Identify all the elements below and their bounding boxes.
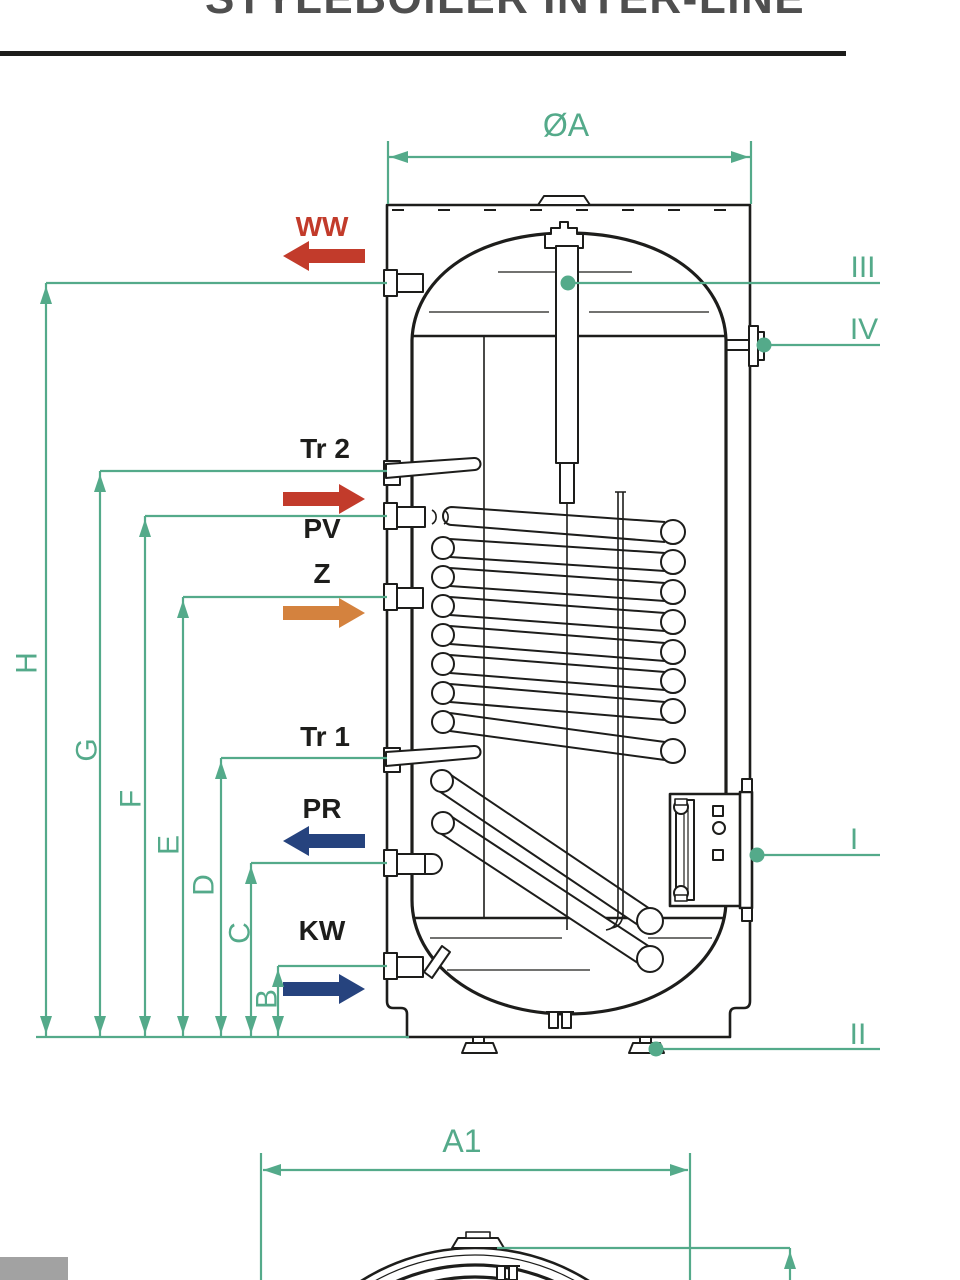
- kw-arrow-right: [283, 974, 365, 1004]
- marker-i: I: [850, 823, 858, 856]
- flange: [668, 778, 754, 922]
- page-title: STYLEBOILER INTER-LINE: [205, 0, 805, 23]
- top-view-center-fitting: [494, 1265, 520, 1280]
- heating-coil: [431, 506, 686, 764]
- pv-fitting: [383, 502, 449, 530]
- dimension-lines: [36, 141, 880, 1057]
- dim-label-c: C: [224, 922, 257, 944]
- label-tr2: Tr 2: [300, 433, 350, 464]
- dim-label-b: B: [251, 989, 284, 1009]
- top-view-cap-tab: [465, 1231, 491, 1239]
- ww-fitting: [383, 269, 424, 297]
- label-kw: KW: [299, 915, 346, 946]
- boiler-casing: [385, 203, 752, 1039]
- dim-label-g: G: [71, 738, 104, 761]
- label-ww: WW: [296, 211, 349, 242]
- front-view-drawing: [383, 195, 765, 1054]
- corner-gray-box: [0, 1257, 68, 1280]
- tr2-probe: [383, 457, 482, 486]
- top-view-drawing: [360, 1231, 590, 1280]
- dim-label-diameter: ØA: [543, 107, 590, 143]
- dim-label-d: D: [188, 874, 221, 896]
- bottom-center-fitting: [546, 1011, 574, 1029]
- dimension-labels: ØA H G F E D C B III IV I II: [11, 107, 879, 1051]
- connection-labels: WW Tr 2 PV Z Tr 1 PR KW: [296, 211, 350, 946]
- label-pv: PV: [303, 513, 341, 544]
- pr-arrow-left: [283, 826, 365, 856]
- dim-label-f: F: [115, 790, 148, 808]
- label-pr: PR: [303, 793, 342, 824]
- feet: [461, 1036, 665, 1054]
- return-tube: [605, 491, 626, 931]
- pv-arrow-right: [283, 484, 365, 514]
- sensor-well-tube: [544, 221, 584, 930]
- ww-arrow-left: [283, 241, 365, 271]
- tr1-probe: [383, 745, 482, 773]
- dim-label-e: E: [153, 835, 186, 855]
- top-view-cap: [451, 1237, 505, 1249]
- casing-top-cap: [537, 195, 591, 206]
- marker-ii: II: [850, 1018, 867, 1051]
- dim-label-a1: A1: [442, 1123, 481, 1159]
- pr-fitting: [383, 849, 443, 877]
- marker-iv: IV: [850, 313, 878, 346]
- kw-fitting: [383, 952, 424, 980]
- label-tr1: Tr 1: [300, 721, 350, 752]
- flow-arrows: [283, 241, 365, 1004]
- z-arrow-right: [283, 598, 365, 628]
- label-z: Z: [313, 558, 330, 589]
- top-view-dimensions: A1: [259, 1123, 796, 1280]
- dim-label-h: H: [11, 652, 44, 674]
- title-rule: [0, 51, 846, 56]
- z-fitting: [383, 583, 424, 611]
- heating-coil-diagonals: [430, 769, 664, 973]
- marker-iii: III: [850, 251, 875, 284]
- drain-fitting: [423, 945, 451, 979]
